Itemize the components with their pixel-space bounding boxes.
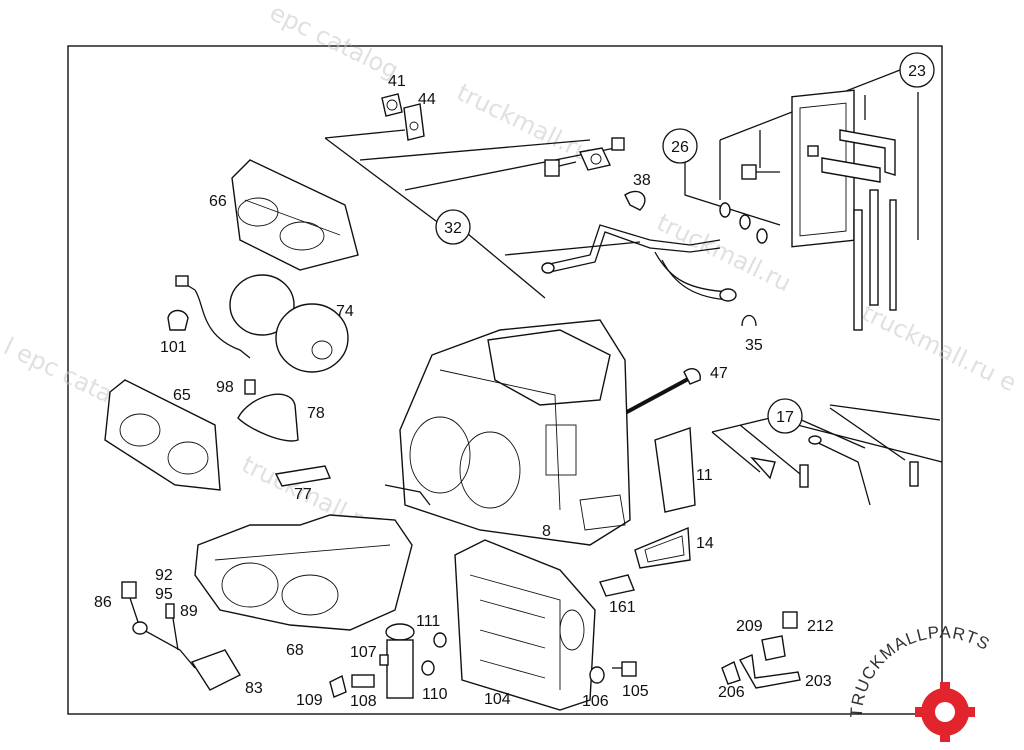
label-17: 17 [776, 409, 794, 426]
lower-housing-68 [194, 514, 413, 631]
expansion-valve-group [329, 623, 447, 699]
label-35: 35 [745, 337, 763, 354]
label-66: 66 [209, 193, 227, 210]
label-77: 77 [294, 486, 312, 503]
leader-lines [324, 69, 943, 479]
label-38: 38 [633, 172, 651, 189]
hose-assembly [541, 190, 757, 327]
label-161: 161 [609, 599, 636, 616]
label-83: 83 [245, 680, 263, 697]
label-44: 44 [418, 91, 436, 108]
bolt-106-105 [589, 661, 637, 684]
flaps-seals [599, 368, 701, 597]
bracket-group [721, 611, 801, 689]
heater-box-8 [384, 319, 631, 546]
label-206: 206 [718, 684, 745, 701]
label-11: 11 [696, 467, 713, 484]
evaporator-104 [454, 539, 596, 711]
watermark-top: epc catalog [265, 0, 403, 85]
label-78: 78 [307, 405, 325, 422]
logo-text: TRUCKMALLPARTS [847, 623, 993, 719]
label-23: 23 [908, 63, 926, 80]
part-labels: 23 41 44 26 38 66 32 74 101 35 47 98 65 … [94, 63, 926, 710]
callout-circles [435, 52, 935, 434]
housing-66 [231, 159, 359, 271]
pipe-fittings [381, 93, 625, 177]
watermark-right: truckmall.ru e [857, 298, 1020, 397]
label-212: 212 [807, 618, 834, 635]
label-86: 86 [94, 594, 112, 611]
label-68: 68 [286, 642, 304, 659]
callout-32 [435, 209, 471, 245]
control-cables [750, 407, 919, 506]
callout-26 [662, 128, 698, 164]
label-74: 74 [336, 303, 354, 320]
label-106: 106 [582, 693, 609, 710]
label-41: 41 [388, 73, 406, 90]
label-111: 111 [416, 613, 440, 630]
label-92: 92 [155, 567, 173, 584]
small-parts-left [237, 379, 331, 487]
label-47: 47 [710, 365, 728, 382]
label-98: 98 [216, 379, 234, 396]
label-14: 14 [696, 535, 714, 552]
label-89: 89 [180, 603, 198, 620]
label-104: 104 [484, 691, 511, 708]
cover-65 [104, 379, 221, 491]
callout-23 [899, 52, 935, 88]
label-108: 108 [350, 693, 377, 710]
watermark-center: truckmall.ru [652, 208, 795, 297]
diagram-frame [67, 45, 943, 715]
label-209: 209 [736, 618, 763, 635]
label-101: 101 [160, 339, 187, 356]
label-109: 109 [296, 692, 323, 709]
truckmall-logo: TRUCKMALLPARTS [847, 623, 993, 742]
label-107: 107 [350, 644, 377, 661]
label-8: 8 [542, 523, 551, 540]
label-65: 65 [173, 387, 191, 404]
label-26: 26 [671, 139, 689, 156]
heater-core-assembly [719, 89, 897, 331]
label-105: 105 [622, 683, 649, 700]
label-110: 110 [422, 686, 448, 703]
blower-motor [167, 274, 349, 373]
label-32: 32 [444, 220, 462, 237]
label-95: 95 [155, 586, 173, 603]
watermark-upper: truckmall.ru [452, 78, 595, 167]
wiring-harness [121, 581, 241, 691]
label-203: 203 [805, 673, 832, 690]
callout-17 [767, 398, 803, 434]
